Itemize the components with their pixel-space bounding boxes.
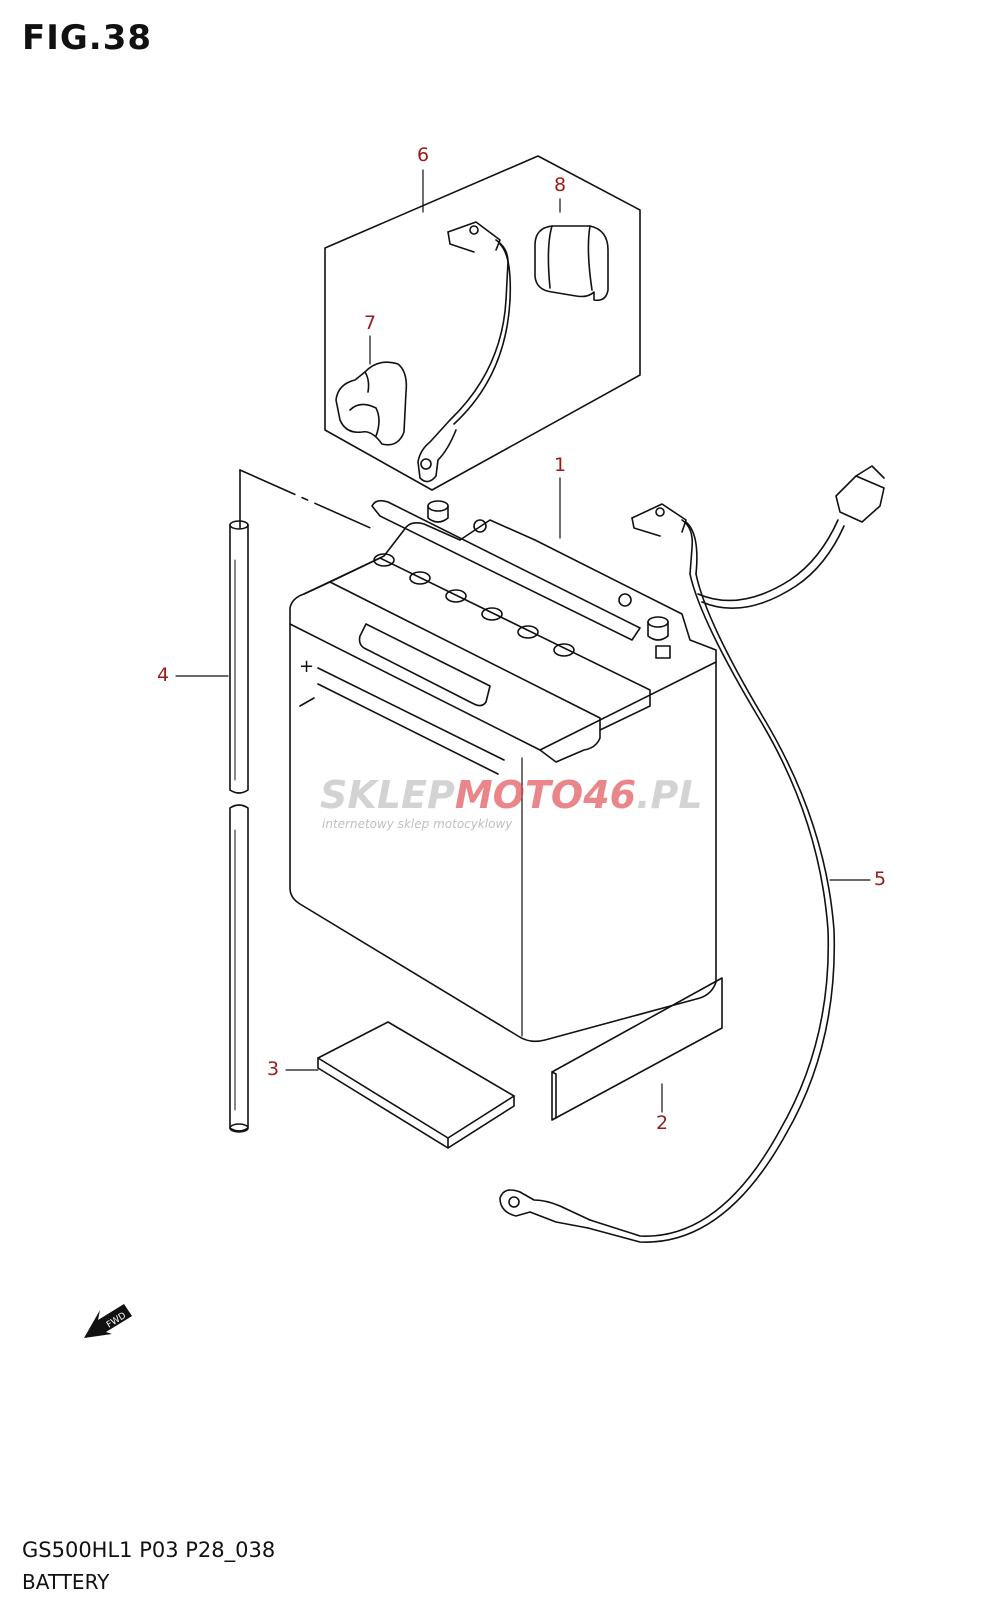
svg-text:internetowy sklep motocyklowy: internetowy sklep motocyklowy [322,817,513,831]
part-6-group-box[interactable] [324,155,641,491]
callout-1[interactable]: 1 [554,454,567,476]
part-2-battery-spacer[interactable] [551,977,723,1121]
callout-8[interactable]: 8 [554,174,567,196]
figure-title: FIG.38 [22,18,153,58]
watermark: SKLEPMOTO46.PL internetowy sklep motocyk… [320,773,703,831]
battery-positive-mark: + [299,656,314,677]
part-5-battery-cable[interactable] [499,465,885,1243]
model-code: GS500HL1 P03 P28_038 [22,1538,276,1562]
leader-group-6-to-battery [239,469,376,531]
part-7-terminal-cover[interactable] [335,361,408,446]
callout-6[interactable]: 6 [417,144,430,166]
callout-leaders [175,169,871,1113]
callout-4[interactable]: 4 [157,664,170,686]
part-6-battery-cable[interactable] [417,221,512,483]
callout-3[interactable]: 3 [267,1058,280,1080]
callout-5[interactable]: 5 [874,868,887,890]
forward-direction-arrow: FWD [84,1304,132,1338]
battery-cell-caps [373,553,575,657]
part-4-breather-tube[interactable] [229,520,249,1133]
callout-7[interactable]: 7 [364,312,377,334]
part-8-terminal-cover[interactable] [534,225,609,302]
part-3-battery-pad[interactable] [317,1021,515,1149]
callout-2[interactable]: 2 [656,1112,669,1134]
svg-text:SKLEPMOTO46.PL: SKLEPMOTO46.PL [320,773,703,817]
battery-terminal-positive[interactable] [427,500,449,523]
battery-terminal-negative[interactable] [647,616,671,659]
section-name: BATTERY [22,1570,110,1594]
part-1-battery[interactable] [289,499,717,1043]
